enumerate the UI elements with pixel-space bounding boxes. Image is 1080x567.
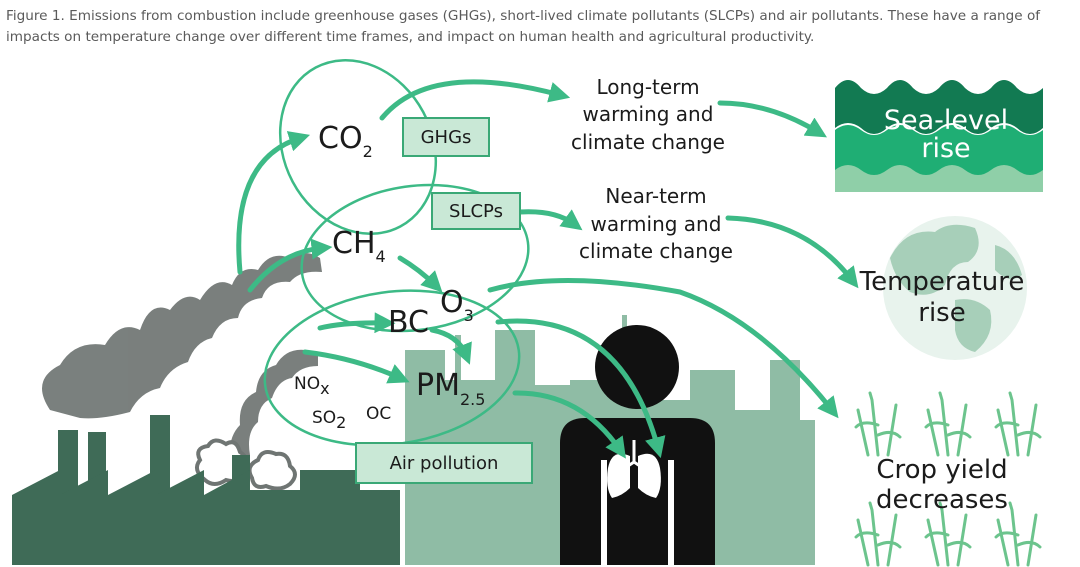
factory-icon xyxy=(12,415,400,565)
flow-arrows xyxy=(236,79,859,459)
svg-text:climate change: climate change xyxy=(571,130,725,154)
oc-label: OC xyxy=(366,404,391,424)
svg-text:rise: rise xyxy=(918,298,965,328)
svg-text:Crop yield: Crop yield xyxy=(876,455,1007,485)
temperature-rise-label: Temperature rise xyxy=(859,267,1025,328)
sea-level-rise-label: Sea-level rise xyxy=(884,105,1008,164)
ghgs-box: GHGs xyxy=(402,117,490,157)
so2-label: SO2 xyxy=(312,408,346,432)
sea-waves-icon xyxy=(835,80,1043,192)
globe-icon xyxy=(883,216,1027,360)
o3-label: O3 xyxy=(440,285,474,325)
svg-text:warming and: warming and xyxy=(583,102,714,126)
nox-label: NOx xyxy=(294,374,330,398)
crop-yield-label: Crop yield decreases xyxy=(876,455,1008,515)
svg-text:Temperature: Temperature xyxy=(859,267,1025,297)
ch4-label: CH4 xyxy=(332,226,386,266)
svg-text:decreases: decreases xyxy=(876,485,1008,515)
near-term-warming-label: Near-term warming and climate change xyxy=(579,184,733,263)
svg-text:climate change: climate change xyxy=(579,239,733,263)
air-pollution-label: Air pollution xyxy=(390,453,499,474)
ghgs-label: GHGs xyxy=(421,127,472,148)
long-term-warming-label: Long-term warming and climate change xyxy=(571,75,725,154)
figure-caption: Figure 1. Emissions from combustion incl… xyxy=(6,8,1041,45)
co2-label: CO2 xyxy=(318,121,373,161)
air-pollution-box: Air pollution xyxy=(355,442,533,484)
svg-text:rise: rise xyxy=(921,133,970,164)
pm25-label: PM2.5 xyxy=(416,368,485,409)
svg-text:Near-term: Near-term xyxy=(605,184,706,208)
smoke-plume-icon xyxy=(42,253,322,470)
slcps-label: SLCPs xyxy=(449,201,503,222)
svg-text:warming and: warming and xyxy=(591,212,722,236)
bc-label: BC xyxy=(388,305,429,340)
svg-text:Long-term: Long-term xyxy=(596,75,699,99)
slcps-box: SLCPs xyxy=(431,192,521,230)
svg-text:Sea-level: Sea-level xyxy=(884,105,1008,136)
person-lungs-icon xyxy=(560,325,715,565)
crop-plants-icon xyxy=(854,391,1042,567)
